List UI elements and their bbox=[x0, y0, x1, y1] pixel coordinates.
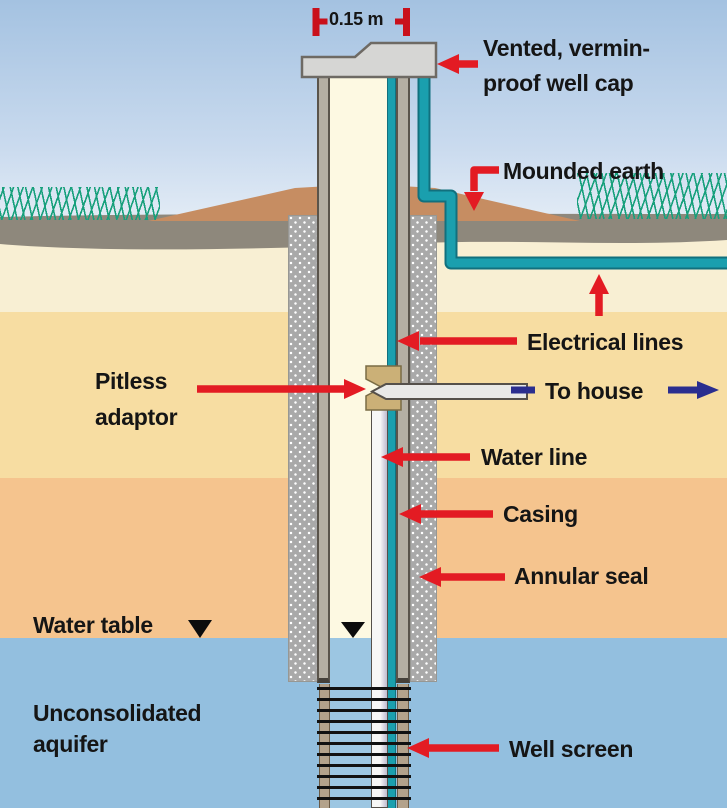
pitless-label-line1: Pitless bbox=[95, 368, 168, 394]
grass-left bbox=[0, 187, 160, 220]
pitless-label-line2: adaptor bbox=[95, 404, 178, 430]
water-table-label: Water table bbox=[33, 612, 153, 638]
aquifer-label: Unconsolidated aquifer bbox=[33, 698, 202, 760]
well-cap-label-line2: proof well cap bbox=[483, 70, 634, 96]
well-screen-slots bbox=[317, 684, 411, 808]
water-line-label: Water line bbox=[481, 444, 588, 470]
well-cap-label-line1: Vented, vermin- bbox=[483, 35, 650, 61]
well-cap-label: Vented, vermin- proof well cap bbox=[483, 31, 650, 101]
aquifer-label-line1: Unconsolidated bbox=[33, 700, 202, 726]
measurement-label: 0.15 m bbox=[329, 9, 384, 29]
mounded-earth-label: Mounded earth bbox=[503, 158, 664, 184]
to-house-label: To house bbox=[545, 378, 644, 404]
electrical-lines-label: Electrical lines bbox=[527, 329, 684, 355]
pitless-adaptor-label: Pitless adaptor bbox=[95, 363, 178, 435]
aquifer-label-line2: aquifer bbox=[33, 731, 108, 757]
casing-right-wall bbox=[396, 77, 410, 683]
annular-seal-label: Annular seal bbox=[514, 563, 649, 589]
casing-left-wall bbox=[317, 77, 330, 683]
casing-label: Casing bbox=[503, 501, 578, 527]
well-screen-label: Well screen bbox=[509, 736, 634, 762]
annular-seal-right bbox=[410, 215, 437, 682]
annular-seal-left bbox=[288, 215, 318, 682]
